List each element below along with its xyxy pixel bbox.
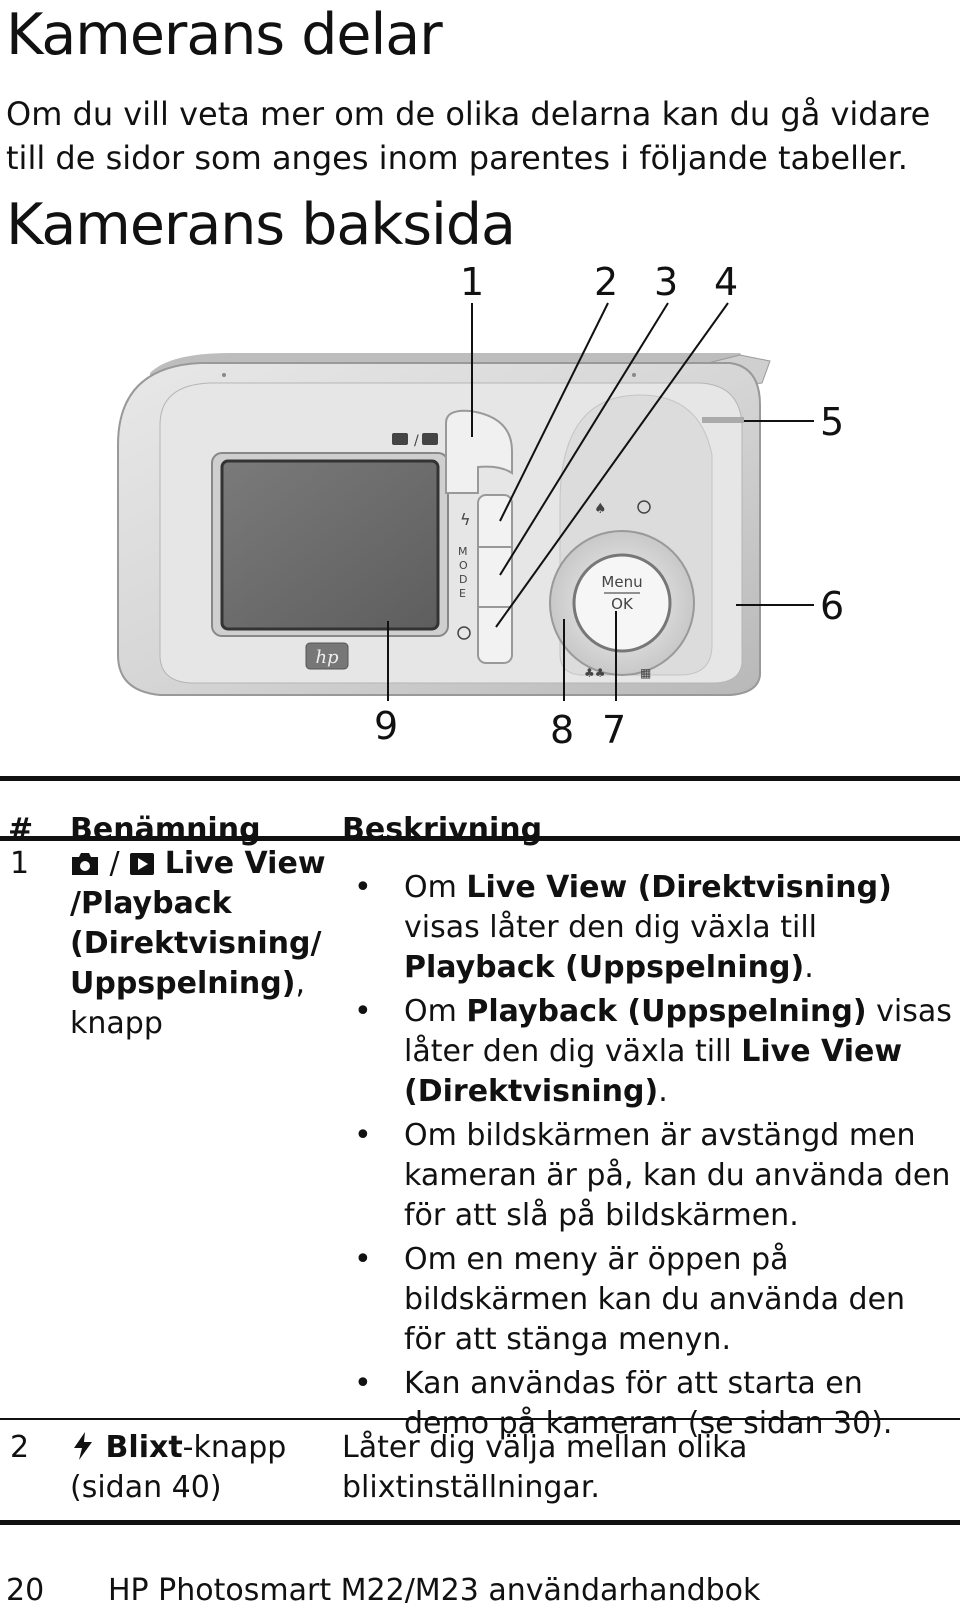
intro-paragraph: Om du vill veta mer om de olika delarna … (6, 95, 931, 177)
zoom-out-wide-icon: ♣♣ (584, 666, 606, 680)
svg-text:E: E (459, 587, 466, 600)
list-item: Om en meny är öppen på bildskärmen kan d… (352, 1240, 952, 1360)
mode-label: M (458, 545, 468, 558)
header-name: Benämning (70, 812, 261, 847)
callout-4: 4 (714, 260, 739, 304)
header-desc: Beskrivning (342, 812, 543, 847)
row1-name-sep: / (109, 846, 120, 881)
svg-text:D: D (459, 573, 467, 586)
callout-lines (387, 302, 814, 701)
manual-title: HP Photosmart M22/M23 användarhandbok (108, 1573, 761, 1608)
row1-name-direktvisning: (Direktvisning/ (70, 926, 322, 961)
list-item: Om Live View (Direktvisning) visas låter… (352, 868, 952, 988)
list-item: Kan användas för att starta en demo på k… (352, 1364, 952, 1444)
row1-name: / Live View /Playback (Direktvisning/ Up… (70, 844, 340, 1044)
camera-icon (72, 853, 98, 875)
callout-1: 1 (460, 260, 485, 304)
header-rule (0, 836, 960, 841)
row-divider (0, 1418, 960, 1420)
callout-2: 2 (594, 260, 619, 304)
callout-9: 9 (374, 704, 399, 748)
page-number: 20 (6, 1573, 45, 1608)
table-top-rule (0, 776, 960, 781)
thumbnail-icon: ▦ (640, 666, 651, 680)
row1-name-liveview: Live View (164, 846, 326, 881)
callout-6: 6 (820, 584, 845, 628)
flash-icon (74, 1432, 92, 1460)
row1-description-list: Om Live View (Direktvisning) visas låter… (352, 868, 952, 1448)
list-item: Om bildskärmen är avstängd men kameran ä… (352, 1116, 952, 1236)
playback-icon (130, 853, 155, 875)
camera-illustration: hp / ϟ M O D E Menu OK ♠ ♣♣ ▦ (117, 302, 814, 701)
list-item: Om Playback (Uppspelning) visas låter de… (352, 992, 952, 1112)
ok-label: OK (611, 595, 634, 613)
svg-text:O: O (459, 559, 468, 572)
row1-num: 1 (10, 846, 30, 881)
svg-text:/: / (414, 433, 419, 449)
table-bottom-rule (0, 1520, 960, 1525)
callout-7: 7 (602, 708, 627, 752)
row1-name-knapp: knapp (70, 1006, 163, 1041)
section-title: Kamerans baksida (6, 192, 516, 258)
callout-3: 3 (654, 260, 679, 304)
callout-5: 5 (820, 400, 845, 444)
row1-name-playback: /Playback (70, 886, 232, 921)
header-num: # (8, 812, 34, 847)
menu-ok-button (572, 553, 672, 653)
flash-icon: ϟ (460, 510, 471, 529)
row1-name-comma: , (295, 966, 306, 1001)
row2-name-knapp: -knapp (182, 1430, 287, 1465)
row2-name-page: (sidan 40) (70, 1470, 222, 1505)
timer-icon (457, 626, 471, 640)
row2-name-blixt: Blixt (105, 1430, 183, 1465)
camera-back-figure: hp / ϟ M O D E Menu OK ♠ ♣♣ ▦ (0, 255, 960, 785)
row1-name-uppspelning: Uppspelning) (70, 966, 296, 1001)
row2-name: Blixt-knapp (sidan 40) (70, 1428, 340, 1508)
macro-icon: ♠ (594, 501, 607, 517)
row2-description: Låter dig välja mellan olika blixtinstäl… (342, 1430, 748, 1505)
menu-label: Menu (601, 573, 642, 591)
page-title: Kamerans delar (6, 2, 443, 68)
zoom-in-icon (637, 500, 651, 514)
row2-num: 2 (10, 1430, 30, 1465)
callout-8: 8 (550, 708, 575, 752)
hp-logo-text: hp (315, 647, 339, 668)
camera-playback-icon: / (392, 433, 438, 449)
